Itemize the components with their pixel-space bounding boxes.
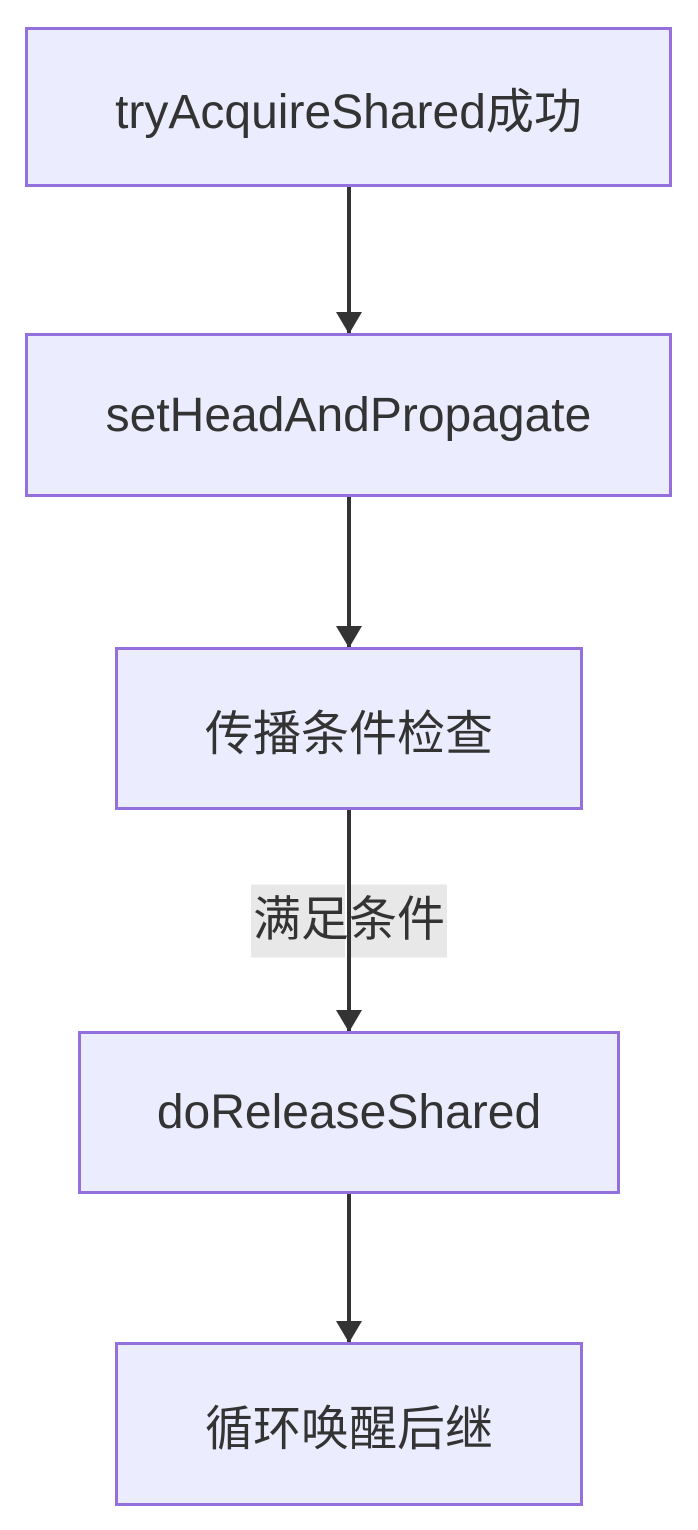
node-loop-wake-successors: 循环唤醒后继: [115, 1342, 583, 1506]
arrowhead-down-icon: [336, 312, 362, 334]
node-label: 循环唤醒后继: [204, 1403, 493, 1456]
node-label: tryAcquireShared成功: [115, 86, 582, 139]
edge-connector: [336, 187, 362, 334]
arrowhead-down-icon: [336, 1321, 362, 1343]
node-label: doReleaseShared: [156, 1086, 542, 1139]
node-propagation-condition-check: 传播条件检查: [115, 647, 583, 810]
edge-label-condition-met: 满足条件: [250, 884, 448, 958]
node-tryacquireshared-success: tryAcquireShared成功: [25, 27, 672, 187]
edge-connector: [336, 497, 362, 648]
edge-connector: [336, 1194, 362, 1343]
node-doreleaseshared: doReleaseShared: [78, 1031, 620, 1194]
node-label: setHeadAndPropagate: [105, 388, 592, 442]
node-label: 传播条件检查: [204, 707, 493, 761]
arrowhead-down-icon: [336, 626, 362, 648]
node-setheadandpropagate: setHeadAndPropagate: [25, 333, 672, 497]
arrowhead-down-icon: [336, 1010, 362, 1032]
